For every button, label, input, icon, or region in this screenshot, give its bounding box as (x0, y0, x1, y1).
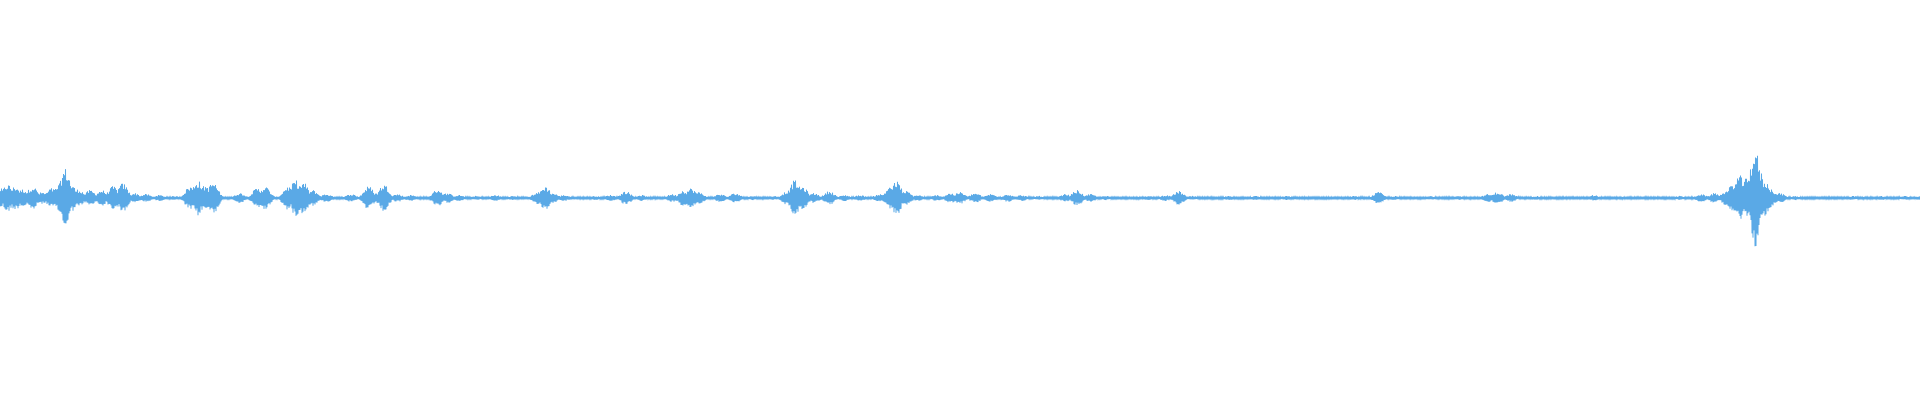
waveform-signal (0, 155, 1920, 247)
